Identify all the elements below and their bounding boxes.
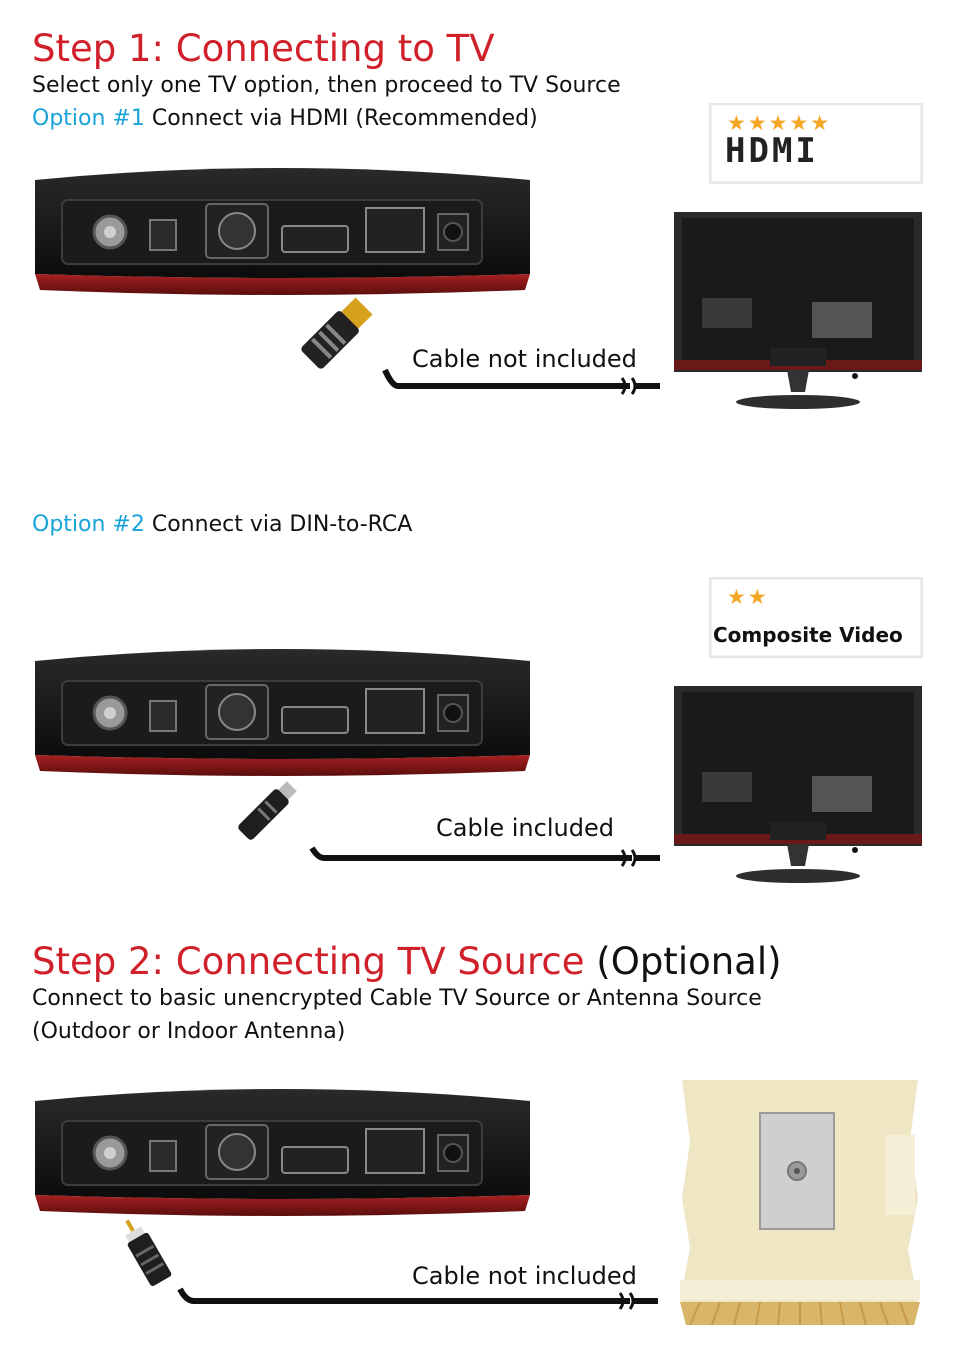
coax-cable [125, 1219, 658, 1310]
star-rating-icon: ★★★★★ [727, 111, 832, 135]
step1-subtitle: Select only one TV option, then proceed … [32, 73, 621, 98]
option1-cable-label: Cable not included [412, 345, 637, 373]
hdmi-badge: ★★★★★ HDMI [709, 103, 923, 184]
option1-tag: Option #1 [32, 106, 145, 131]
step1-title: Step 1: Connecting to TV [32, 27, 495, 70]
option2-line: Option #2 Connect via DIN-to-RCA [32, 509, 412, 541]
din-rca-cable [238, 781, 660, 867]
tv-back-1 [674, 212, 922, 409]
composite-video-label: Composite Video [713, 623, 903, 647]
option2-tag: Option #2 [32, 512, 145, 537]
option2-cable-label: Cable included [436, 814, 614, 842]
tv-back-2 [674, 686, 922, 883]
step2-line1: Connect to basic unencrypted Cable TV So… [32, 986, 762, 1011]
option2-text: Connect via DIN-to-RCA [151, 512, 413, 537]
step2-title-line: Step 2: Connecting TV Source (Optional) [32, 940, 782, 984]
option1-text: Connect via HDMI (Recommended) [151, 106, 538, 131]
wall-coax-outlet [680, 1080, 920, 1326]
star-rating-icon: ★★ [727, 585, 769, 609]
step2-title-suffix: (Optional) [596, 940, 782, 983]
option1-line: Option #1 Connect via HDMI (Recommended) [32, 103, 538, 135]
set-top-box-2 [35, 649, 530, 776]
hdmi-cable [301, 297, 660, 395]
set-top-box-3 [35, 1089, 530, 1216]
step2-cable-label: Cable not included [412, 1262, 637, 1290]
set-top-box-1 [35, 168, 530, 295]
step2-line2: (Outdoor or Indoor Antenna) [32, 1019, 346, 1044]
hdmi-logo: HDMI [725, 131, 819, 171]
step2-title: Step 2: Connecting TV Source [32, 940, 585, 983]
composite-video-badge: ★★ Composite Video [709, 577, 923, 658]
